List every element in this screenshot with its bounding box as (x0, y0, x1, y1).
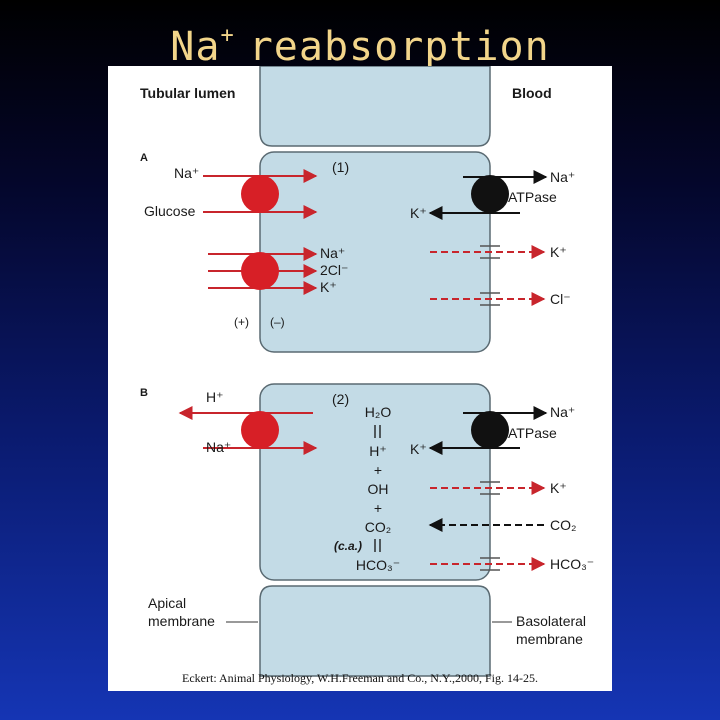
label-b-h: H⁺ (206, 389, 224, 405)
label-b-na: Na⁺ (206, 439, 231, 455)
label-b-channel-k: K⁺ (550, 480, 567, 496)
heading-blood: Blood (512, 85, 552, 101)
label-a-pump-k: K⁺ (410, 205, 427, 221)
chem-co2: CO₂ (365, 519, 391, 535)
chem-plus-2: + (374, 500, 382, 516)
figure-citation: Eckert: Animal Physiology, W.H.Freeman a… (182, 671, 538, 685)
slide-title: Na+reabsorption (170, 23, 550, 70)
chem-h: H⁺ (369, 443, 387, 459)
label-a-cot-na: Na⁺ (320, 245, 345, 261)
label-apical-2: membrane (148, 613, 215, 629)
label-a-pump-na: Na⁺ (550, 169, 575, 185)
panel-a-letter: A (140, 152, 148, 164)
chem-hco3: HCO₃⁻ (356, 557, 400, 573)
label-basolateral-1: Basolateral (516, 613, 586, 629)
label-a-cot-cl: 2Cl⁻ (320, 262, 348, 278)
label-b-pump-atpase: ATPase (508, 425, 557, 441)
panel-b-step: (2) (332, 391, 349, 407)
cell-bottom (259, 585, 491, 677)
chem-oh: OH (368, 481, 389, 497)
figure-panel: Tubular lumen Blood A (1) Na⁺ Glucose Na… (108, 66, 612, 691)
chem-plus-1: + (374, 462, 382, 478)
panel-b-letter: B (140, 387, 148, 399)
cell-top (259, 66, 491, 147)
panel-a-step: (1) (332, 159, 349, 175)
label-a-charge-plus: (+) (234, 315, 249, 329)
na-glucose-carrier (241, 175, 279, 213)
label-b-pump-na: Na⁺ (550, 404, 575, 420)
label-a-na: Na⁺ (174, 165, 199, 181)
label-a-cot-k: K⁺ (320, 279, 337, 295)
label-a-charge-minus: (–) (270, 315, 285, 329)
heading-tubular-lumen: Tubular lumen (140, 85, 235, 101)
na-k-2cl-carrier (241, 252, 279, 290)
label-apical-1: Apical (148, 595, 186, 611)
na-reabsorption-diagram: Tubular lumen Blood A (1) Na⁺ Glucose Na… (140, 66, 594, 677)
label-basolateral-2: membrane (516, 631, 583, 647)
label-b-hco3: HCO₃⁻ (550, 556, 594, 572)
na-h-exchanger (241, 411, 279, 449)
b-na-k-atpase (471, 411, 509, 449)
label-b-co2: CO₂ (550, 517, 576, 533)
chem-h2o: H₂O (365, 404, 392, 420)
chem-carbonic-anhydrase: (c.a.) (334, 539, 362, 553)
label-a-glucose: Glucose (144, 203, 196, 219)
label-a-pump-atpase: ATPase (508, 189, 557, 205)
label-a-channel-k: K⁺ (550, 244, 567, 260)
label-a-channel-cl: Cl⁻ (550, 291, 571, 307)
a-na-k-atpase (471, 175, 509, 213)
label-b-pump-k: K⁺ (410, 441, 427, 457)
